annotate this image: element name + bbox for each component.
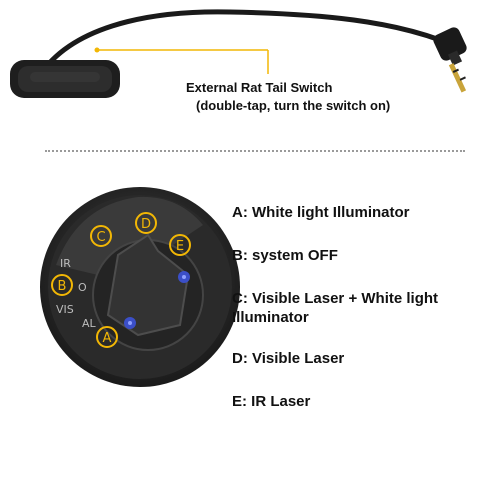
audio-plug-icon xyxy=(433,27,467,93)
engraved-al: AL xyxy=(82,317,97,330)
svg-text:D: D xyxy=(141,217,151,232)
marker-d: D xyxy=(135,212,157,234)
switch-pad-icon xyxy=(10,60,120,98)
svg-text:B: B xyxy=(58,279,67,294)
callout-subtitle: (double-tap, turn the switch on) xyxy=(196,98,391,113)
legend-item-c: C: Visible Laser + White light Illuminat… xyxy=(232,290,439,326)
section-divider xyxy=(45,150,465,152)
engraved-ir: IR xyxy=(60,257,71,270)
mode-dial-photo: IR O VIS AL C D E B A xyxy=(40,187,240,387)
engraved-o: O xyxy=(78,281,87,294)
legend-item-e: E: IR Laser xyxy=(232,393,311,410)
marker-b: B xyxy=(51,274,73,296)
selector-knob-icon xyxy=(92,233,204,351)
callout-title: External Rat Tail Switch xyxy=(186,80,333,95)
legend-item-a: A: White light Illuminator xyxy=(232,204,410,221)
marker-a: A xyxy=(96,326,118,348)
legend-item-d: D: Visible Laser xyxy=(232,350,345,367)
marker-c: C xyxy=(90,225,112,247)
svg-text:E: E xyxy=(176,239,184,254)
svg-text:A: A xyxy=(103,331,112,346)
engraved-vis: VIS xyxy=(56,303,74,316)
legend-item-b: B: system OFF xyxy=(232,247,338,264)
marker-e: E xyxy=(169,234,191,256)
svg-text:C: C xyxy=(96,230,105,245)
rat-tail-switch-photo xyxy=(10,9,467,98)
